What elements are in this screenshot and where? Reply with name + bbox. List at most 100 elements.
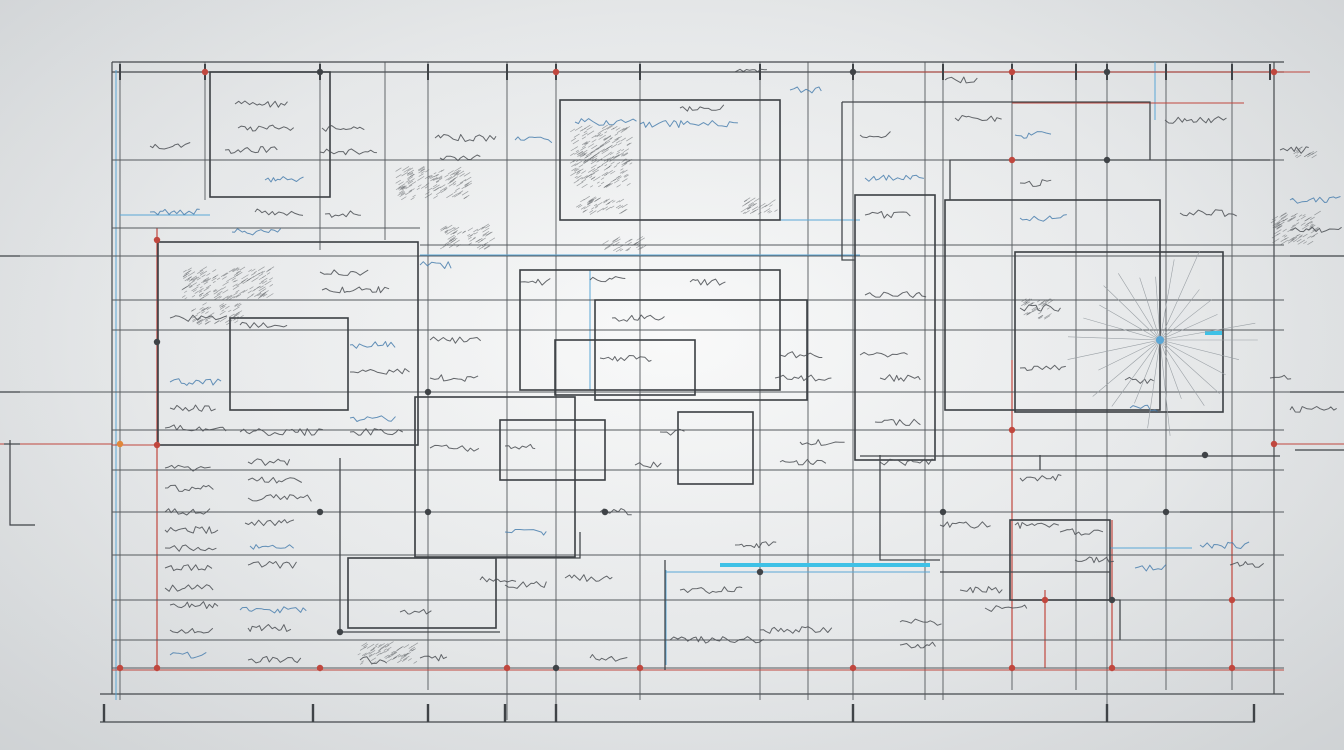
shading-stroke — [1270, 219, 1277, 224]
node-marker — [424, 388, 432, 396]
shading-stroke — [1290, 224, 1297, 229]
shading-stroke — [581, 145, 586, 148]
shading-stroke — [387, 641, 394, 646]
shading-stroke — [453, 192, 462, 198]
shading-stroke — [603, 199, 608, 203]
shading-stroke — [1276, 224, 1283, 229]
shading-stroke — [262, 280, 268, 285]
shading-stroke — [251, 277, 259, 282]
shading-stroke — [454, 237, 458, 240]
note-squiggle — [1014, 131, 1052, 139]
fan-ray — [1159, 322, 1256, 341]
shading-stroke — [398, 645, 404, 650]
shading-stroke — [1295, 234, 1299, 237]
shading-stroke — [626, 136, 633, 142]
shading-stroke — [614, 154, 620, 158]
shading-stroke — [610, 144, 618, 149]
shading-stroke — [401, 186, 408, 191]
note-squiggle — [1134, 564, 1167, 572]
shading-stroke — [202, 292, 208, 297]
shading-stroke — [453, 227, 456, 230]
shading-stroke — [257, 292, 262, 297]
shading-stroke — [461, 184, 469, 190]
shading-stroke — [1044, 313, 1052, 319]
shading-stroke — [234, 303, 239, 307]
shading-stroke — [413, 661, 418, 664]
shading-stroke — [480, 237, 486, 242]
shading-stroke — [388, 654, 394, 659]
shading-stroke — [237, 314, 244, 320]
shading-stroke — [604, 245, 611, 251]
shading-stroke — [603, 138, 607, 141]
shading-stroke — [449, 177, 457, 183]
shading-stroke — [617, 142, 622, 146]
shading-stroke — [1272, 220, 1280, 226]
shading-stroke — [211, 277, 217, 282]
shading-stroke — [222, 281, 229, 286]
note-squiggle — [321, 286, 390, 294]
shading-stroke — [1298, 214, 1303, 217]
shading-stroke — [403, 644, 410, 649]
fan-ray — [1159, 339, 1221, 395]
note-squiggle — [864, 174, 924, 182]
note-squiggle — [679, 586, 743, 594]
shading-stroke — [235, 289, 240, 293]
fan-ray — [1155, 276, 1161, 341]
shading-stroke — [435, 174, 440, 177]
shading-stroke — [1312, 235, 1316, 238]
shading-stroke — [208, 315, 214, 320]
shading-stroke — [609, 240, 617, 246]
shading-stroke — [216, 277, 221, 280]
shading-stroke — [241, 274, 249, 280]
shading-stroke — [616, 184, 621, 188]
shading-stroke — [576, 181, 584, 187]
fan-ray — [1159, 339, 1205, 406]
shading-stroke — [482, 233, 487, 237]
shading-stroke — [583, 204, 591, 210]
shading-stroke — [259, 291, 267, 297]
shading-stroke — [617, 127, 625, 133]
shading-stroke — [213, 320, 220, 325]
shading-stroke — [1271, 215, 1279, 221]
shading-stroke — [403, 167, 411, 173]
shading-stroke — [1303, 152, 1311, 158]
shading-stroke — [440, 227, 447, 232]
shading-stroke — [226, 277, 233, 282]
shading-stroke — [590, 160, 597, 165]
shading-stroke — [588, 156, 595, 161]
shading-stroke — [609, 159, 614, 162]
shading-stroke — [1287, 239, 1295, 244]
shading-stroke — [605, 206, 612, 211]
shading-stroke — [481, 226, 486, 230]
shading-stroke — [383, 643, 389, 647]
note-squiggle — [249, 544, 295, 550]
node-marker — [1041, 596, 1049, 604]
shading-stroke — [1297, 235, 1303, 239]
node-marker — [601, 508, 609, 516]
shading-stroke — [626, 142, 631, 146]
shading-stroke — [1311, 154, 1317, 159]
node-marker — [1270, 68, 1278, 76]
shading-stroke — [420, 184, 428, 189]
note-squiggle — [734, 68, 767, 73]
shading-stroke — [375, 643, 379, 646]
note-squiggle — [504, 529, 547, 536]
shading-stroke — [1283, 235, 1288, 238]
shading-stroke — [199, 270, 208, 276]
shading-stroke — [603, 153, 610, 158]
shading-stroke — [438, 169, 443, 173]
shading-stroke — [572, 139, 580, 145]
shading-stroke — [1280, 212, 1287, 217]
shading-stroke — [445, 224, 453, 230]
shading-stroke — [610, 170, 616, 175]
shading-stroke — [1287, 227, 1294, 233]
note-squiggle — [399, 608, 432, 615]
shading-stroke — [764, 202, 771, 208]
shading-stroke — [199, 306, 204, 310]
shading-stroke — [1305, 216, 1312, 222]
shading-stroke — [748, 197, 756, 203]
shading-stroke — [620, 168, 624, 171]
fan-ray — [1092, 339, 1161, 397]
note-squiggle — [1179, 209, 1237, 217]
shading-stroke — [584, 159, 588, 162]
